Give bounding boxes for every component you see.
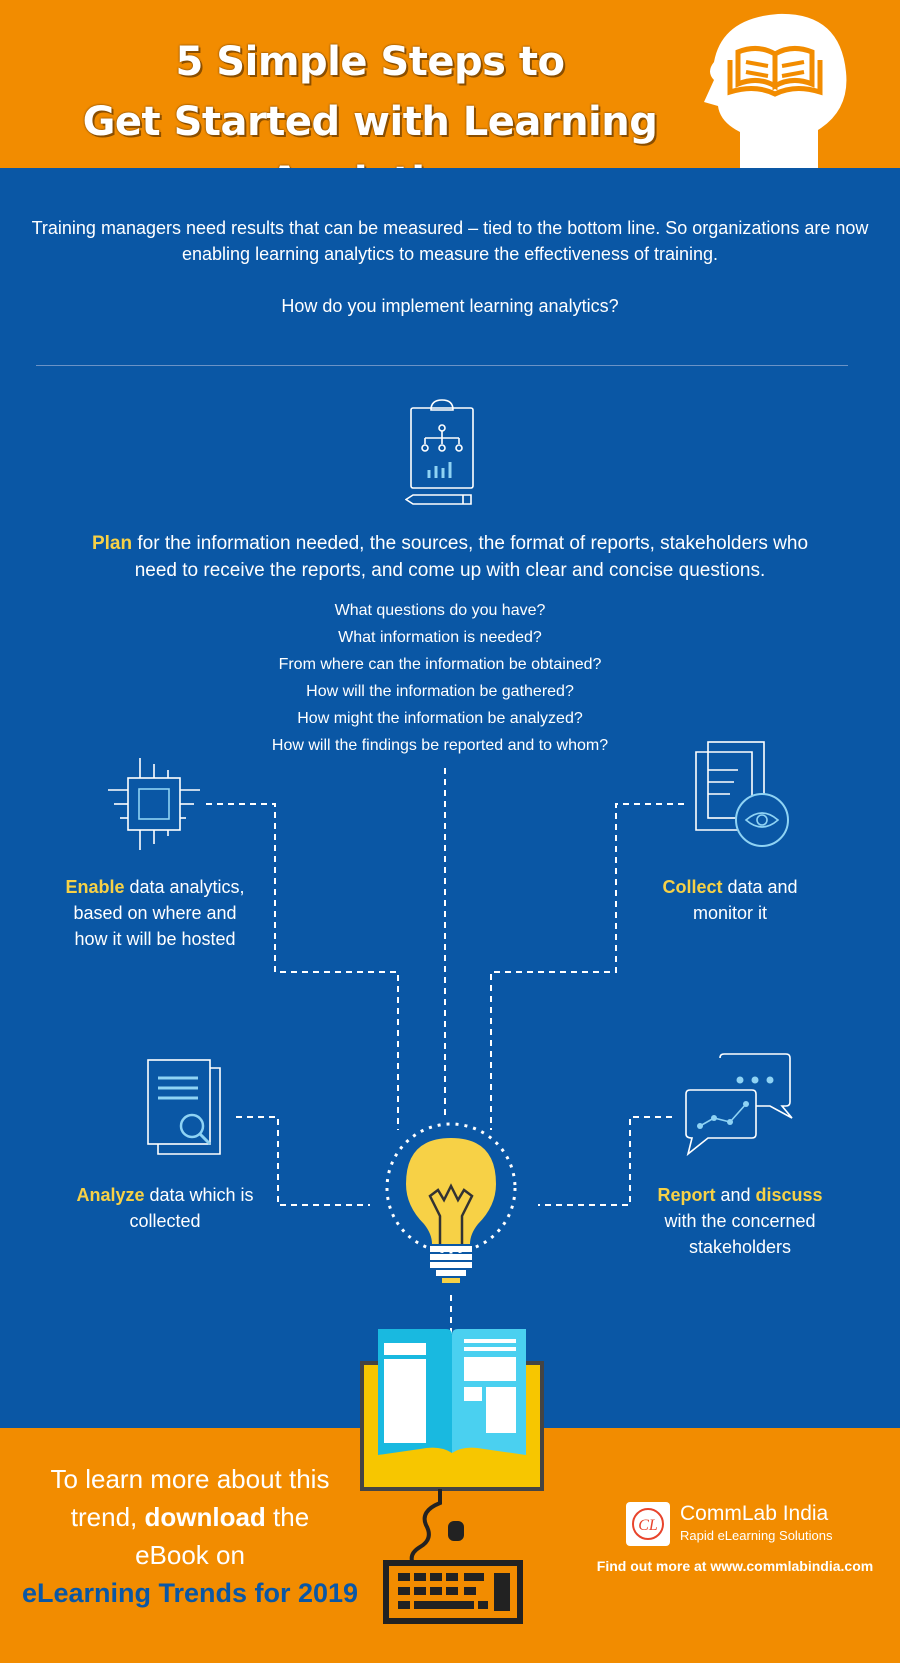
title-line-1: 5 Simple Steps to [175, 39, 565, 85]
website-link[interactable]: Find out more at www.commlabindia.com [596, 1558, 874, 1574]
plan-description: for the information needed, the sources,… [132, 533, 809, 581]
clipboard-chart-icon [405, 399, 474, 505]
enable-keyword: Enable [65, 877, 125, 897]
list-item: What information is needed? [338, 629, 542, 646]
report-and: and [715, 1185, 756, 1205]
document-eye-icon [695, 741, 789, 847]
list-item: From where can the information be obtain… [278, 656, 602, 673]
cta-line-3: eBook on [135, 1540, 245, 1570]
document-search-icon [147, 1059, 221, 1155]
monitor-book-keyboard-icon [360, 1329, 544, 1624]
list-item: How will the findings be reported and to… [271, 737, 609, 754]
chat-bubbles-icon [685, 1053, 793, 1156]
cta-line-2a: trend, [70, 1502, 145, 1532]
cta-ebook-title[interactable]: eLearning Trends for 2019 [21, 1578, 359, 1608]
head-book-icon [704, 13, 847, 168]
lightbulb-icon [385, 1122, 517, 1283]
enable-line-3: how it will be hosted [74, 929, 236, 949]
report-keyword: Report [657, 1185, 716, 1205]
intro-question: How do you implement learning analytics? [281, 296, 619, 316]
list-item: What questions do you have? [334, 602, 546, 619]
discuss-keyword: discuss [755, 1185, 823, 1205]
list-item: How will the information be gathered? [306, 683, 574, 700]
plan-keyword: Plan [91, 533, 133, 554]
collect-keyword: Collect [662, 877, 723, 897]
logo-tagline: Rapid eLearning Solutions [680, 1528, 833, 1543]
logo-mark-icon: CL [632, 1508, 664, 1540]
plan-step-text: Plan for the information needed, the sou… [70, 530, 830, 584]
collect-step-text: Collect data and monitor it [630, 874, 830, 926]
report-line-3: stakeholders [688, 1237, 792, 1257]
list-item: How might the information be analyzed? [297, 710, 583, 727]
divider [36, 365, 848, 366]
collect-line-2: monitor it [692, 903, 768, 923]
enable-line-2: based on where and [73, 903, 237, 923]
enable-step-text: Enable data analytics, based on where an… [40, 874, 270, 952]
cta-line-1: To learn more about this [50, 1464, 330, 1494]
collect-line-1: data and [722, 877, 798, 897]
page-title: 5 Simple Steps to Get Started with Learn… [0, 32, 740, 212]
cta-line-2c: the [265, 1502, 310, 1532]
report-step-text: Report and discuss with the concerned st… [630, 1182, 850, 1260]
cta-download: download [144, 1502, 266, 1532]
intro-text: Training managers need results that can … [31, 218, 869, 264]
report-line-2: with the concerned [664, 1211, 816, 1231]
analyze-line-2: collected [129, 1211, 201, 1231]
plan-questions-list: What questions do you have? What informa… [0, 597, 900, 759]
commlab-logo: CL [626, 1502, 670, 1546]
footer-cta: To learn more about this trend, download… [10, 1460, 370, 1612]
analyze-keyword: Analyze [76, 1185, 145, 1205]
chip-icon [108, 758, 200, 850]
analyze-line-1: data which is [144, 1185, 254, 1205]
analyze-step-text: Analyze data which is collected [55, 1182, 275, 1234]
enable-line-1: data analytics, [124, 877, 245, 897]
logo-letters: CL [638, 1517, 658, 1534]
logo-name: CommLab India [680, 1502, 829, 1525]
